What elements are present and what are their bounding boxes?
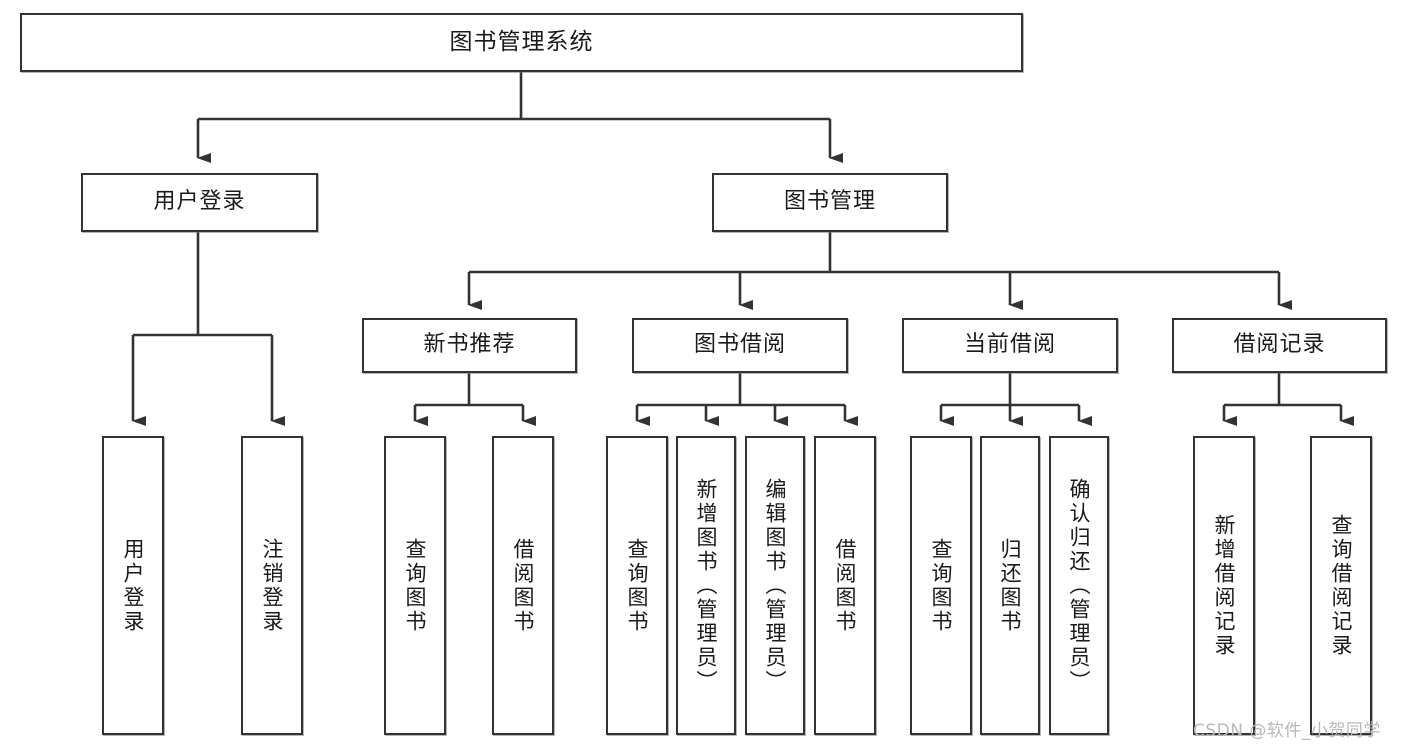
node-label: 图书借阅 [693,332,786,358]
leaf-borrow-record-add[interactable]: 新增借阅记录 [1193,436,1255,735]
node-label: 当前借阅 [963,332,1056,358]
leaf-new-book-query[interactable]: 查询图书 [384,436,446,735]
node-label: 借阅图书 [511,537,536,634]
node-label: 新书推荐 [423,332,516,358]
leaf-current-borrow-confirm-return[interactable]: 确认归还（管理员） [1049,436,1109,735]
node-label: 归还图书 [998,537,1023,634]
node-book-management[interactable]: 图书管理 [712,173,948,232]
node-current-borrow[interactable]: 当前借阅 [902,318,1118,373]
leaf-book-borrow-borrow[interactable]: 借阅图书 [814,436,876,735]
leaf-borrow-record-query[interactable]: 查询借阅记录 [1310,436,1372,735]
leaf-book-borrow-add[interactable]: 新增图书（管理员） [676,436,736,735]
leaf-user-login-logout[interactable]: 注销登录 [241,436,303,735]
node-new-book-recommend[interactable]: 新书推荐 [362,318,577,373]
leaf-new-book-borrow[interactable]: 借阅图书 [492,436,554,735]
node-user-login[interactable]: 用户登录 [81,173,318,232]
node-label: 用户登录 [153,189,246,215]
node-label: 借阅记录 [1233,332,1326,358]
node-label: 新增图书（管理员） [694,477,719,694]
node-label: 确认归还（管理员） [1067,477,1092,694]
node-label: 编辑图书（管理员） [763,477,788,694]
node-label: 查询借阅记录 [1329,513,1354,658]
node-label: 查询图书 [625,537,650,634]
node-label: 用户登录 [121,537,146,634]
leaf-book-borrow-query[interactable]: 查询图书 [606,436,668,735]
node-label: 查询图书 [403,537,428,634]
leaf-current-borrow-return[interactable]: 归还图书 [980,436,1040,735]
node-borrow-record[interactable]: 借阅记录 [1172,318,1387,373]
node-book-borrow[interactable]: 图书借阅 [632,318,848,373]
leaf-current-borrow-query[interactable]: 查询图书 [910,436,972,735]
node-label: 注销登录 [260,537,285,634]
node-label: 借阅图书 [833,537,858,634]
node-root-system[interactable]: 图书管理系统 [20,13,1023,72]
csdn-watermark: CSDN @软件_小贺同学 [1193,721,1381,741]
node-label: 新增借阅记录 [1212,513,1237,658]
node-label: 查询图书 [929,537,954,634]
node-label: 图书管理系统 [449,28,594,55]
leaf-user-login-login[interactable]: 用户登录 [102,436,164,735]
node-label: 图书管理 [783,189,876,215]
leaf-book-borrow-edit[interactable]: 编辑图书（管理员） [745,436,805,735]
